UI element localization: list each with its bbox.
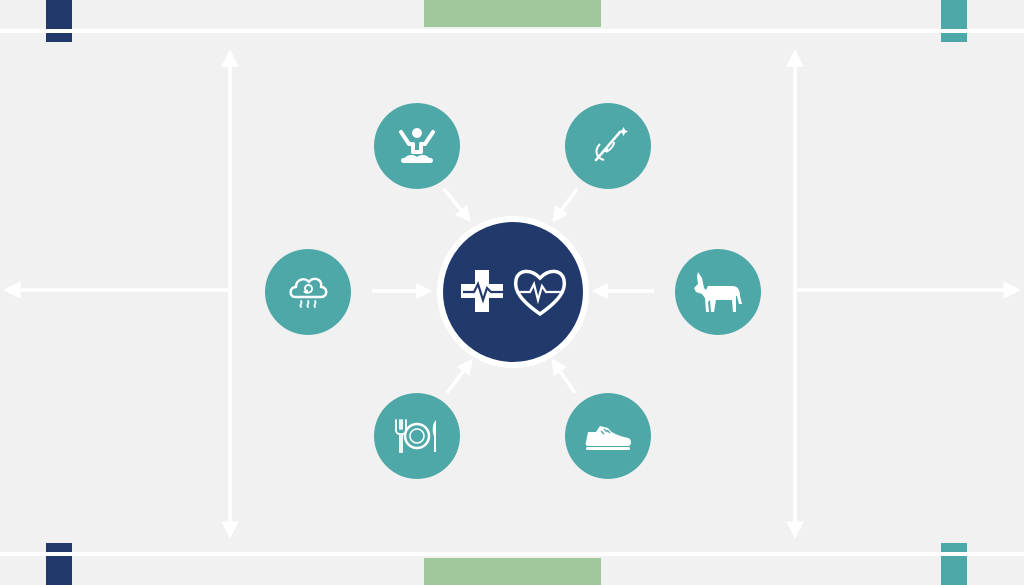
meditation-icon (399, 128, 435, 163)
arrow-acupuncture-to-center (552, 187, 579, 223)
top-left-navy-tab (46, 0, 72, 42)
center-hub-ring (437, 216, 589, 368)
bottom-rule-overlay (0, 552, 1024, 556)
acupuncture-node (565, 103, 651, 189)
arrow-nutrition-to-center (445, 358, 473, 395)
health-cross-icon (461, 270, 503, 312)
nutrition-node (374, 393, 460, 479)
horse-icon (694, 272, 742, 312)
sneaker-icon (585, 426, 631, 450)
center-hub (443, 222, 583, 362)
top-green-tab (424, 0, 601, 27)
heart-pulse-icon (513, 269, 567, 317)
meditation-node (374, 103, 460, 189)
top-rule-overlay (0, 29, 1024, 33)
bottom-green-tab (424, 558, 601, 585)
acupuncture-icon (594, 127, 628, 162)
arrow-meditation-to-center (442, 187, 471, 223)
health-cross-heart-icon (461, 269, 567, 317)
exercise-node (565, 393, 651, 479)
mind-cloud-icon (289, 277, 328, 308)
plate-cutlery-icon (395, 419, 436, 453)
top-right-teal-tab (941, 0, 967, 42)
equine-node (675, 249, 761, 335)
arrow-exercise-to-center (551, 358, 577, 394)
bottom-right-teal-tab (941, 543, 967, 585)
mind-node (265, 249, 351, 335)
bottom-left-navy-tab (46, 543, 72, 585)
